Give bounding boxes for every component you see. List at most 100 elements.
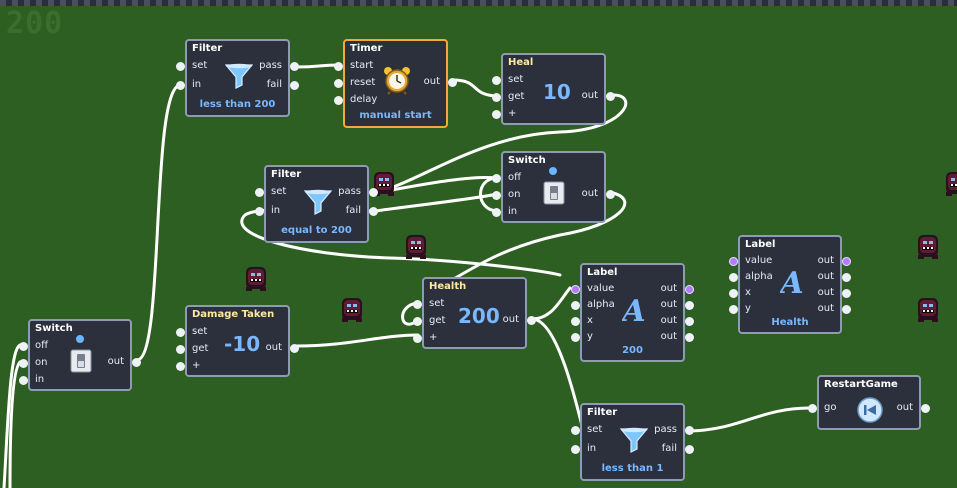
port-label: out: [660, 283, 677, 294]
node-title: Label: [587, 267, 618, 278]
input-port-off[interactable]: [492, 174, 501, 183]
input-port-value[interactable]: [571, 285, 580, 294]
port-label: out: [817, 303, 834, 314]
input-port-add[interactable]: [413, 334, 422, 343]
input-port-reset[interactable]: [334, 79, 343, 88]
filter-node[interactable]: Filter set in pass fail less than 200: [176, 39, 299, 117]
output-port-pass[interactable]: [685, 426, 694, 435]
node-title: Switch: [35, 323, 73, 334]
port-label: go: [824, 402, 837, 413]
output-port-out[interactable]: [685, 333, 694, 342]
input-port-set[interactable]: [255, 188, 264, 197]
input-port-go[interactable]: [808, 404, 817, 413]
funnel-icon: [620, 427, 648, 453]
output-port-fail[interactable]: [369, 207, 378, 216]
enemy-sprite-icon[interactable]: [243, 265, 269, 293]
input-port-x[interactable]: [571, 317, 580, 326]
input-port-in[interactable]: [255, 207, 264, 216]
filter-node[interactable]: Filter set in pass fail equal to 200: [255, 165, 378, 243]
heal-variable-node[interactable]: Heal set get + 10 out: [492, 53, 615, 125]
output-port-out[interactable]: [448, 78, 457, 87]
input-port-get[interactable]: [176, 345, 185, 354]
input-port-y[interactable]: [571, 333, 580, 342]
input-port-in[interactable]: [571, 445, 580, 454]
output-port-out[interactable]: [842, 289, 851, 298]
switch-node[interactable]: Switch off on in out: [492, 151, 615, 223]
node-title: Health: [429, 281, 467, 292]
input-port-in[interactable]: [176, 81, 185, 90]
port-label: out: [896, 402, 913, 413]
port-label: get: [192, 343, 209, 354]
label-node[interactable]: Label value alpha x y out out out out 20…: [571, 263, 694, 362]
node-footer: less than 1: [601, 463, 664, 474]
restart-game-node[interactable]: RestartGame go out: [808, 375, 930, 430]
node-title: Filter: [271, 169, 302, 180]
variable-value: 10: [543, 80, 571, 104]
output-port-out[interactable]: [606, 190, 615, 199]
output-port-out[interactable]: [685, 301, 694, 310]
node-footer: equal to 200: [281, 225, 352, 236]
input-port-get[interactable]: [492, 93, 501, 102]
toggle-switch-icon[interactable]: [70, 349, 92, 373]
input-port-off[interactable]: [19, 342, 28, 351]
output-port-out[interactable]: [132, 358, 141, 367]
input-port-delay[interactable]: [334, 96, 343, 105]
input-port-get[interactable]: [413, 317, 422, 326]
rewind-icon: [857, 397, 883, 423]
enemy-sprite-icon[interactable]: [915, 296, 941, 324]
input-port-alpha[interactable]: [729, 273, 738, 282]
output-port-out[interactable]: [606, 92, 615, 101]
input-port-value[interactable]: [729, 257, 738, 266]
input-port-on[interactable]: [19, 359, 28, 368]
port-label: in: [508, 206, 518, 217]
port-label: out: [423, 76, 440, 87]
enemy-sprite-icon[interactable]: [339, 296, 365, 324]
wire: [479, 176, 499, 213]
output-port-fail[interactable]: [290, 81, 299, 90]
output-port-out[interactable]: [685, 317, 694, 326]
input-port-add[interactable]: [176, 362, 185, 371]
input-port-set[interactable]: [176, 62, 185, 71]
output-port-out[interactable]: [921, 404, 930, 413]
input-port-in[interactable]: [19, 376, 28, 385]
input-port-start[interactable]: [334, 62, 343, 71]
enemy-sprite-icon[interactable]: [943, 170, 957, 198]
port-label: fail: [345, 205, 361, 216]
input-port-alpha[interactable]: [571, 301, 580, 310]
input-port-set[interactable]: [571, 426, 580, 435]
output-port-out[interactable]: [842, 273, 851, 282]
enemy-sprite-icon[interactable]: [915, 233, 941, 261]
output-port-fail[interactable]: [685, 445, 694, 454]
node-footer: 200: [622, 345, 643, 356]
port-label: get: [429, 315, 446, 326]
input-port-x[interactable]: [729, 289, 738, 298]
label-node[interactable]: Label value alpha x y out out out out He…: [729, 235, 851, 334]
input-port-set[interactable]: [492, 76, 501, 85]
port-label: value: [587, 283, 615, 294]
enemy-sprite-icon[interactable]: [403, 233, 429, 261]
output-port-out[interactable]: [842, 257, 851, 266]
output-port-out[interactable]: [290, 344, 299, 353]
input-port-set[interactable]: [413, 300, 422, 309]
port-label: out: [660, 299, 677, 310]
port-label: in: [271, 205, 281, 216]
output-port-out[interactable]: [685, 285, 694, 294]
output-port-pass[interactable]: [369, 188, 378, 197]
input-port-add[interactable]: [492, 110, 501, 119]
output-port-out[interactable]: [527, 316, 536, 325]
port-label: on: [35, 357, 48, 368]
health-variable-node[interactable]: Health set get + 200 out: [413, 277, 536, 349]
input-port-set[interactable]: [176, 328, 185, 337]
input-port-in[interactable]: [492, 208, 501, 217]
input-port-on[interactable]: [492, 191, 501, 200]
node-title: Damage Taken: [192, 309, 275, 320]
timer-node[interactable]: Timer start reset delay out manual start: [334, 39, 457, 128]
output-port-out[interactable]: [842, 305, 851, 314]
damage-taken-variable-node[interactable]: Damage Taken set get + -10 out: [176, 305, 299, 377]
wire: [373, 93, 628, 195]
switch-node[interactable]: Switch off on in out: [19, 319, 141, 391]
toggle-switch-icon[interactable]: [543, 181, 565, 205]
input-port-y[interactable]: [729, 305, 738, 314]
output-port-pass[interactable]: [290, 62, 299, 71]
filter-node[interactable]: Filter set in pass fail less than 1: [571, 403, 694, 481]
